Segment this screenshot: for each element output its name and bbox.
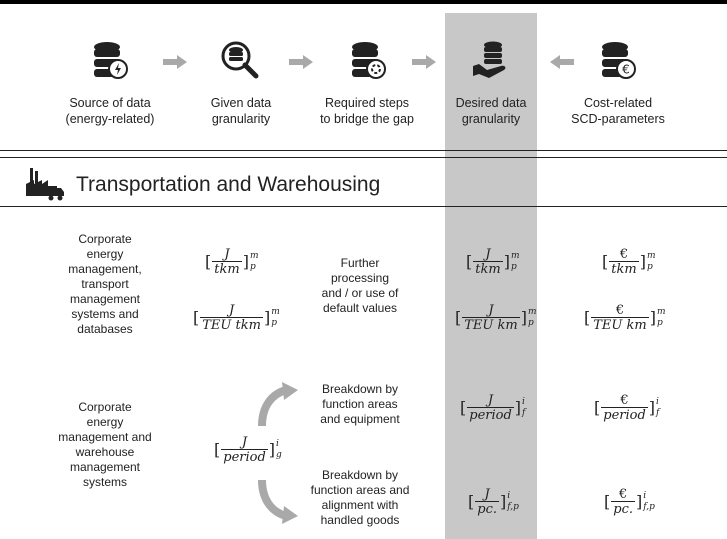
database-magnifier-icon bbox=[221, 41, 259, 79]
header-cost-parameters: Cost-related SCD-parameters bbox=[571, 96, 665, 126]
header-given-granularity: Given data granularity bbox=[210, 96, 272, 126]
row1-step: Further processing and / or use of defau… bbox=[321, 256, 399, 315]
row2-source: Corporate energy management and warehous… bbox=[58, 400, 152, 489]
factory-truck-icon bbox=[26, 168, 64, 201]
header-desired-granularity: Desired data granularity bbox=[455, 96, 527, 126]
curved-arrow-down-icon bbox=[258, 480, 298, 524]
arrow-right-icon bbox=[412, 55, 436, 69]
curved-arrow-up-icon bbox=[258, 382, 298, 426]
row2-step-2: Breakdown by function areas and alignmen… bbox=[310, 468, 410, 527]
header-required-steps: Required steps to bridge the gap bbox=[320, 96, 414, 126]
arrow-right-icon bbox=[289, 55, 313, 69]
database-euro-icon: € bbox=[602, 42, 636, 79]
section-divider bbox=[0, 206, 727, 207]
top-border bbox=[0, 0, 727, 4]
divider-line bbox=[0, 150, 727, 151]
section-title: Transportation and Warehousing bbox=[76, 173, 381, 196]
database-hand-icon bbox=[473, 41, 506, 78]
svg-text:€: € bbox=[622, 63, 630, 77]
row2-step-1: Breakdown by function areas and equipmen… bbox=[320, 382, 400, 426]
database-gear-icon bbox=[352, 42, 386, 79]
arrow-right-icon bbox=[163, 55, 187, 69]
divider-line bbox=[0, 157, 727, 158]
arrow-left-icon bbox=[550, 55, 574, 69]
desired-granularity-highlight bbox=[445, 13, 537, 539]
header-source-of-data: Source of data (energy-related) bbox=[65, 96, 155, 126]
row1-source: Corporate energy management, transport m… bbox=[68, 232, 142, 336]
database-lightning-icon bbox=[94, 42, 128, 79]
